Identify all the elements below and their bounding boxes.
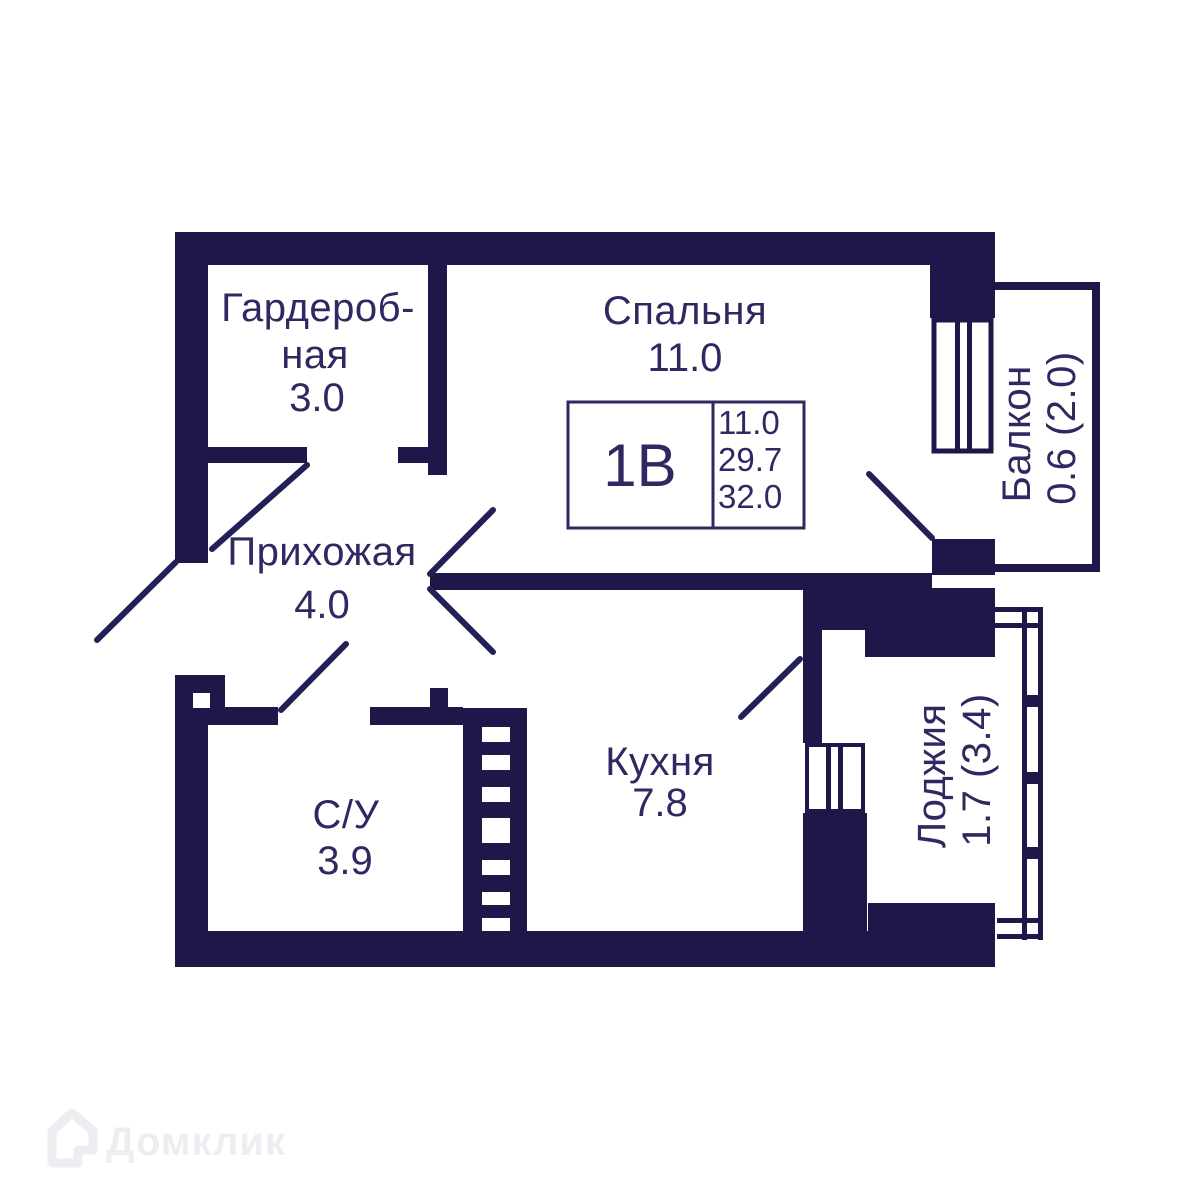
bedroom-passage-mark-lower (427, 586, 496, 655)
wall-block-kitchen-ne-2 (865, 628, 995, 657)
kitchen-door-swing (738, 656, 803, 720)
loggia-area: 1.7 (3.4) (955, 693, 999, 846)
svg-text:3.0: 3.0 (289, 376, 345, 420)
balcony-area: 0.6 (2.0) (1040, 351, 1084, 504)
bathroom-door-swing (278, 641, 349, 713)
bedroom-balcony-window (931, 317, 994, 454)
room-label-loggia: Лоджия 1.7 (3.4) (910, 692, 999, 848)
wall-below-kitchen-window (803, 813, 867, 931)
svg-text:4.0: 4.0 (294, 583, 350, 627)
svg-text:3.9: 3.9 (317, 839, 373, 883)
unit-value-area: 29.7 (718, 441, 782, 478)
room-label-bathroom: С/У 3.9 (313, 793, 380, 883)
bathroom-corner-notch (193, 693, 210, 708)
wall-top (175, 232, 995, 265)
room-label-wardrobe: Гардероб- ная 3.0 (221, 286, 415, 420)
entrance-door-swing (94, 559, 179, 643)
ventilation-shaft-rungs (482, 727, 510, 931)
wardrobe-door-swing (209, 462, 310, 552)
wall-block-balcony-door (932, 539, 995, 575)
wall-bottom (175, 931, 995, 967)
wall-top-right-block (930, 265, 995, 318)
svg-text:Гардероб-: Гардероб- (221, 286, 415, 330)
door-swings (94, 462, 935, 720)
house-logo-icon (47, 1108, 98, 1168)
unit-value-total: 32.0 (718, 478, 782, 515)
unit-value-living: 11.0 (718, 404, 780, 441)
wall-bathroom-top-2 (370, 707, 463, 725)
loggia-name: Лоджия (910, 703, 954, 848)
svg-text:7.8: 7.8 (632, 781, 688, 825)
wall-wardrobe-bottom-left (208, 447, 307, 463)
wall-bathroom-top-1 (175, 707, 278, 725)
balcony-outline (993, 282, 1100, 572)
unit-info-box: 1В 11.0 29.7 32.0 (566, 400, 806, 530)
room-labels: Гардероб- ная 3.0 Спальня 11.0 Прихожая … (221, 286, 1084, 883)
unit-label: 1В (603, 432, 676, 499)
domclick-watermark: Домклик (47, 1108, 286, 1168)
balcony-name: Балкон (995, 365, 1039, 502)
bedroom-passage-mark-upper (427, 507, 496, 577)
room-label-balcony: Балкон 0.6 (2.0) (995, 351, 1084, 504)
loggia-glazing (995, 607, 1043, 940)
watermark-brand: Домклик (106, 1120, 286, 1164)
wall-loggia-step (868, 903, 995, 931)
svg-text:11.0: 11.0 (648, 336, 723, 380)
svg-text:С/У: С/У (313, 793, 380, 837)
wall-kitchen-right-bar (803, 630, 822, 743)
wall-left (175, 265, 208, 563)
svg-text:Прихожая: Прихожая (227, 530, 416, 574)
wall-block-kitchen-ne-1 (803, 588, 995, 630)
balcony-door-swing (866, 471, 935, 541)
kitchen-loggia-window (805, 743, 865, 813)
wall-wardrobe-right (428, 265, 447, 475)
walls (175, 232, 995, 967)
room-label-bedroom: Спальня 11.0 (603, 289, 767, 380)
svg-text:Спальня: Спальня (603, 289, 767, 333)
room-label-hallway: Прихожая 4.0 (227, 530, 416, 627)
svg-text:Кухня: Кухня (605, 740, 715, 784)
room-label-kitchen: Кухня 7.8 (605, 740, 715, 825)
wall-wardrobe-bottom-right (398, 447, 428, 463)
wall-bathroom-top-pillar (430, 688, 448, 708)
svg-text:ная: ная (281, 333, 349, 377)
wall-bedroom-kitchen-partition (430, 573, 932, 590)
